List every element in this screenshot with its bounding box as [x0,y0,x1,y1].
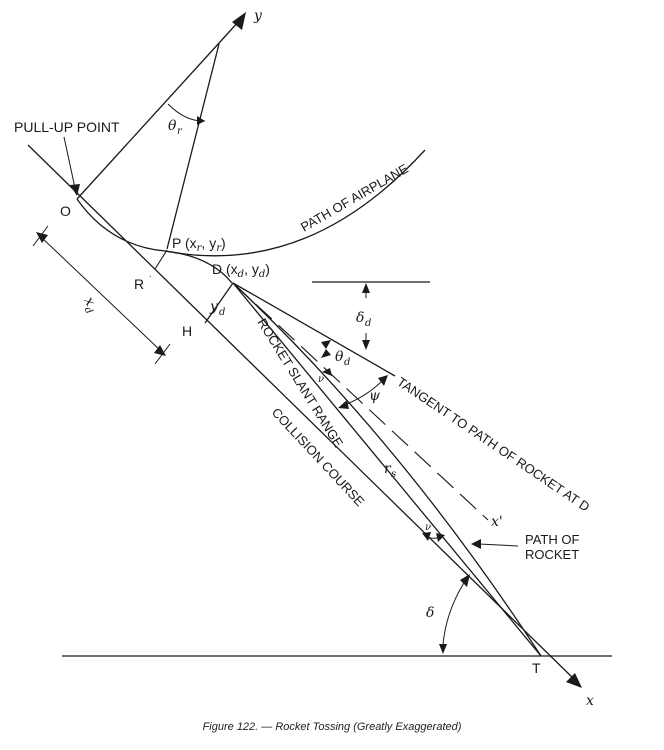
delta-d-arrow-upper [362,283,370,293]
figure-caption: Figure 122. — Rocket Tossing (Greatly Ex… [203,721,462,733]
yd-subscript: d [219,307,225,318]
origin-label: O [60,203,71,219]
x-axis-label: x [586,693,594,709]
xd-tick-top [32,225,49,247]
y-axis-arrowhead [232,12,246,30]
delta-d-subscript: d [365,318,371,329]
theta-d-subscript: d [344,357,350,368]
xd-arrow-start [36,232,48,243]
coordinate-axes [27,12,582,688]
rocket-path-curve [232,282,542,657]
x-axis-line [27,144,577,682]
point-p-sub1: r [197,243,203,254]
point-d-mid: , y [244,261,259,277]
perpendicular-d [204,282,234,324]
point-d-open: D (x [212,261,238,277]
nu-lower-arrow-right [436,533,445,542]
theta-r-subscript: r [177,126,183,137]
path-of-rocket-line1: PATH OF [525,532,579,547]
psi-symbol: ψ [369,388,381,404]
pull-up-pointer-line [63,136,76,189]
pull-up-pointer-arrow [70,184,80,196]
point-d-sub2: d [259,269,265,280]
angle-indicators [321,283,470,654]
horizontal-reference-lines [62,281,612,657]
theta-r-symbol: θ [168,118,177,134]
rocket-lines [232,282,542,657]
yd-symbol: y [209,299,219,315]
target-label: T [532,660,541,676]
x-prime-dashed-line [232,282,489,521]
xd-dimension [32,225,171,365]
nu-lower-symbol: ν [425,522,431,533]
theta-r-arrow [197,116,205,125]
point-p-open: P (x [172,235,197,251]
airplane-climb-curve [164,149,426,257]
x-prime-label: x' [491,514,503,530]
rocket-path-pointer-line [478,543,519,547]
point-d-end: ) [265,261,270,277]
psi-arrow-upper [378,375,388,386]
path-of-airplane-label: PATH OF AIRPLANE [298,161,411,235]
rocket-path-pointer-arrow [471,539,481,549]
theta-d-arrow-top [321,340,331,349]
tangent-line [232,282,396,377]
xd-subscript: d [82,305,95,316]
delta-d-arrow-lower [362,340,370,350]
point-p-end: ) [221,235,226,251]
nu-upper-arrow [322,368,332,376]
line-top-to-p [166,43,220,250]
theta-d-arrow-bottom [321,349,331,358]
h-label: H [182,323,192,339]
path-of-rocket-line2: ROCKET [525,547,579,562]
pull-up-point-label: PULL-UP POINT [14,119,120,135]
point-d-text: D (xd, yd) [212,261,270,280]
delta-arrow-upper [460,574,470,587]
r-label: R [134,276,144,292]
point-p-mid: , y [201,235,216,251]
theta-d-symbol: θ [335,349,344,365]
y-axis-label: y [253,8,263,24]
point-p-text: P (xr, yr) [172,235,226,254]
delta-arc [442,577,468,646]
airplane-path-curve [76,198,233,284]
nu-upper-symbol: ν [318,374,324,385]
point-d-sub1: d [238,269,244,280]
x-axis-arrowhead [566,673,582,688]
pointer-arrows [63,136,519,549]
xd-label: x d [80,294,98,316]
xd-dimension-line [39,235,163,353]
delta-symbol: δ [426,605,434,621]
delta-d-symbol: δ [356,310,364,326]
point-p-label: P (xr, yr) [172,235,226,254]
point-p-sub2: r [216,243,222,254]
y-axis-line [76,19,241,200]
psi-arrow-lower [338,400,349,409]
rs-subscript: s [391,469,396,480]
rs-symbol: r [384,461,392,477]
nu-lower-arrow-left [422,532,431,541]
slant-range-line [232,282,542,657]
xd-tick-bottom [154,343,171,365]
delta-arrow-lower [439,644,447,654]
dash-p-perpendicular [149,249,168,278]
diagram-labels: y x PULL-UP POINT O PATH OF AIRPLANE θ r… [14,8,594,709]
